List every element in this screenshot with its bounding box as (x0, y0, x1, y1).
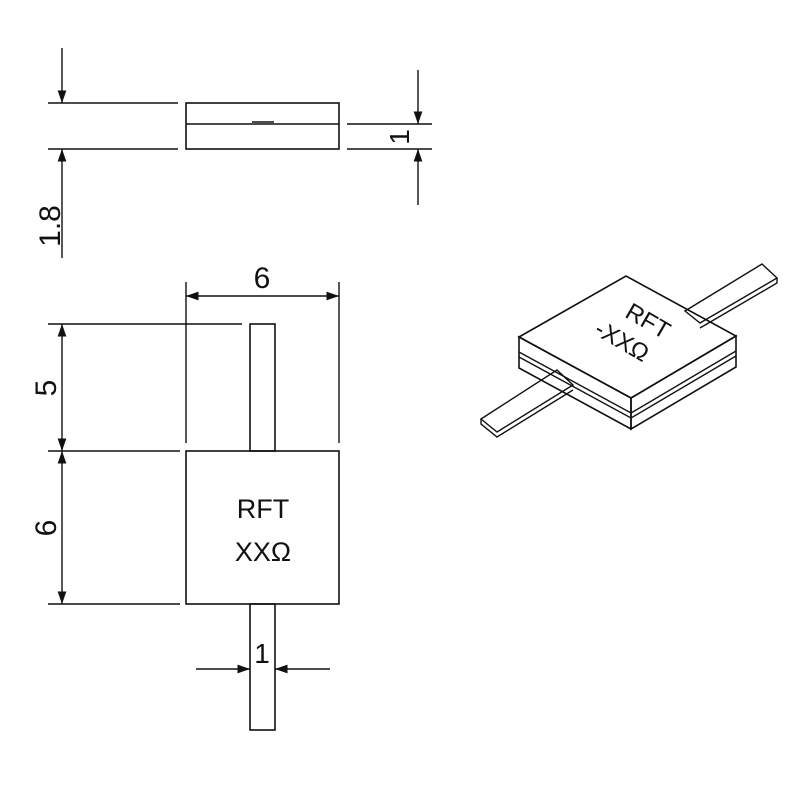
marking-line-1: RFT (237, 494, 289, 524)
side-view-body (185, 102, 340, 150)
dimension-body-width: 6 (254, 262, 271, 295)
iso-layer-line (518, 350, 737, 414)
dimension-tab-length: 5 (30, 380, 63, 397)
dimension-body-height: 6 (30, 520, 63, 537)
iso-layer-line-2 (518, 355, 737, 419)
top-tab (249, 323, 276, 452)
iso-tab-front-edge (480, 389, 574, 438)
top-view: RFT XXΩ 6 5 6 1 (30, 262, 340, 731)
isometric-view: RFT -XXΩ (479, 263, 779, 438)
resistor-body (185, 450, 340, 605)
iso-tab-front (479, 369, 575, 433)
iso-tab-back-edge (699, 278, 778, 329)
marking-line-2: XXΩ (235, 537, 291, 567)
dimension-substrate-thickness: 1 (384, 129, 415, 145)
iso-tab-back (683, 263, 779, 324)
side-view: 1.8 1 (34, 48, 432, 258)
dimension-total-height: 1.8 (34, 205, 67, 247)
dimension-tab-width: 1 (254, 638, 270, 669)
